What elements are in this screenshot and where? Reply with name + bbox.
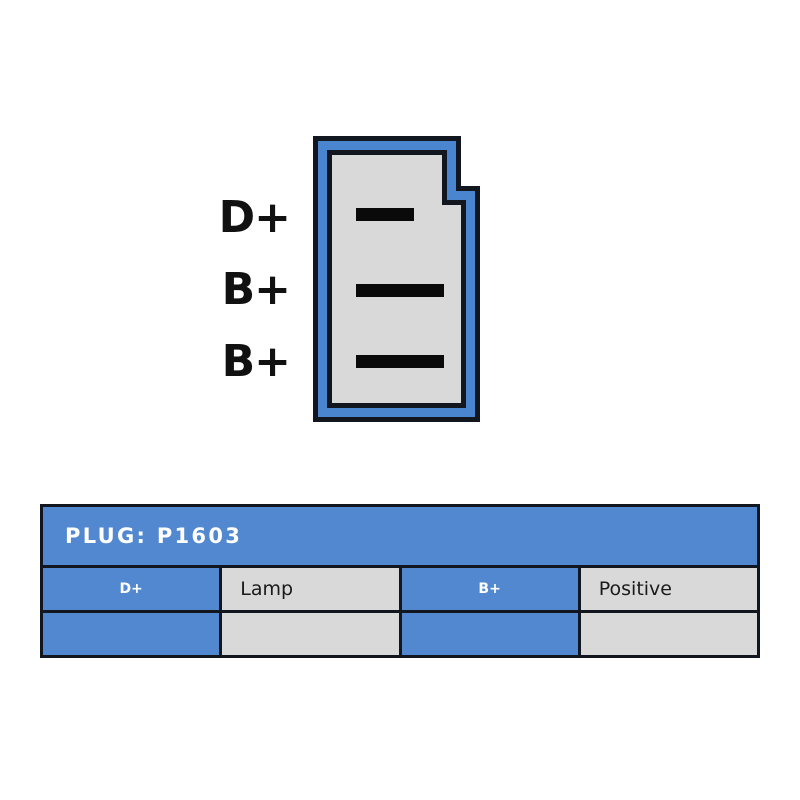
table-header-row: PLUG: P1603 bbox=[40, 504, 760, 568]
cell-desc-empty-right bbox=[577, 610, 761, 658]
plug-connector-svg bbox=[313, 136, 480, 422]
pin-label-d-plus: D+ bbox=[218, 192, 291, 243]
connector-diagram: D+ B+ B+ bbox=[218, 136, 480, 422]
cell-desc-positive: Positive bbox=[577, 565, 761, 613]
terminal-blade-d-plus bbox=[356, 208, 414, 221]
table-row: D+ Lamp B+ Positive bbox=[39, 565, 761, 613]
terminal-blade-b-plus-2 bbox=[356, 355, 444, 368]
cell-pin-empty-right bbox=[398, 610, 581, 658]
pin-label-b-plus-1: B+ bbox=[221, 264, 291, 315]
cell-desc-lamp: Lamp bbox=[219, 565, 402, 613]
cell-pin-empty-left bbox=[39, 610, 223, 658]
pin-label-b-plus-2: B+ bbox=[221, 336, 291, 387]
terminal-blade-b-plus-1 bbox=[356, 284, 444, 297]
plug-pinout-table: PLUG: P1603 D+ Lamp B+ Positive bbox=[39, 504, 761, 658]
cell-pin-b-plus: B+ bbox=[398, 565, 581, 613]
cell-pin-d-plus: D+ bbox=[39, 565, 223, 613]
plug-header-label: PLUG: P1603 bbox=[40, 504, 760, 568]
table-row bbox=[39, 610, 761, 658]
cell-desc-empty-left bbox=[219, 610, 402, 658]
